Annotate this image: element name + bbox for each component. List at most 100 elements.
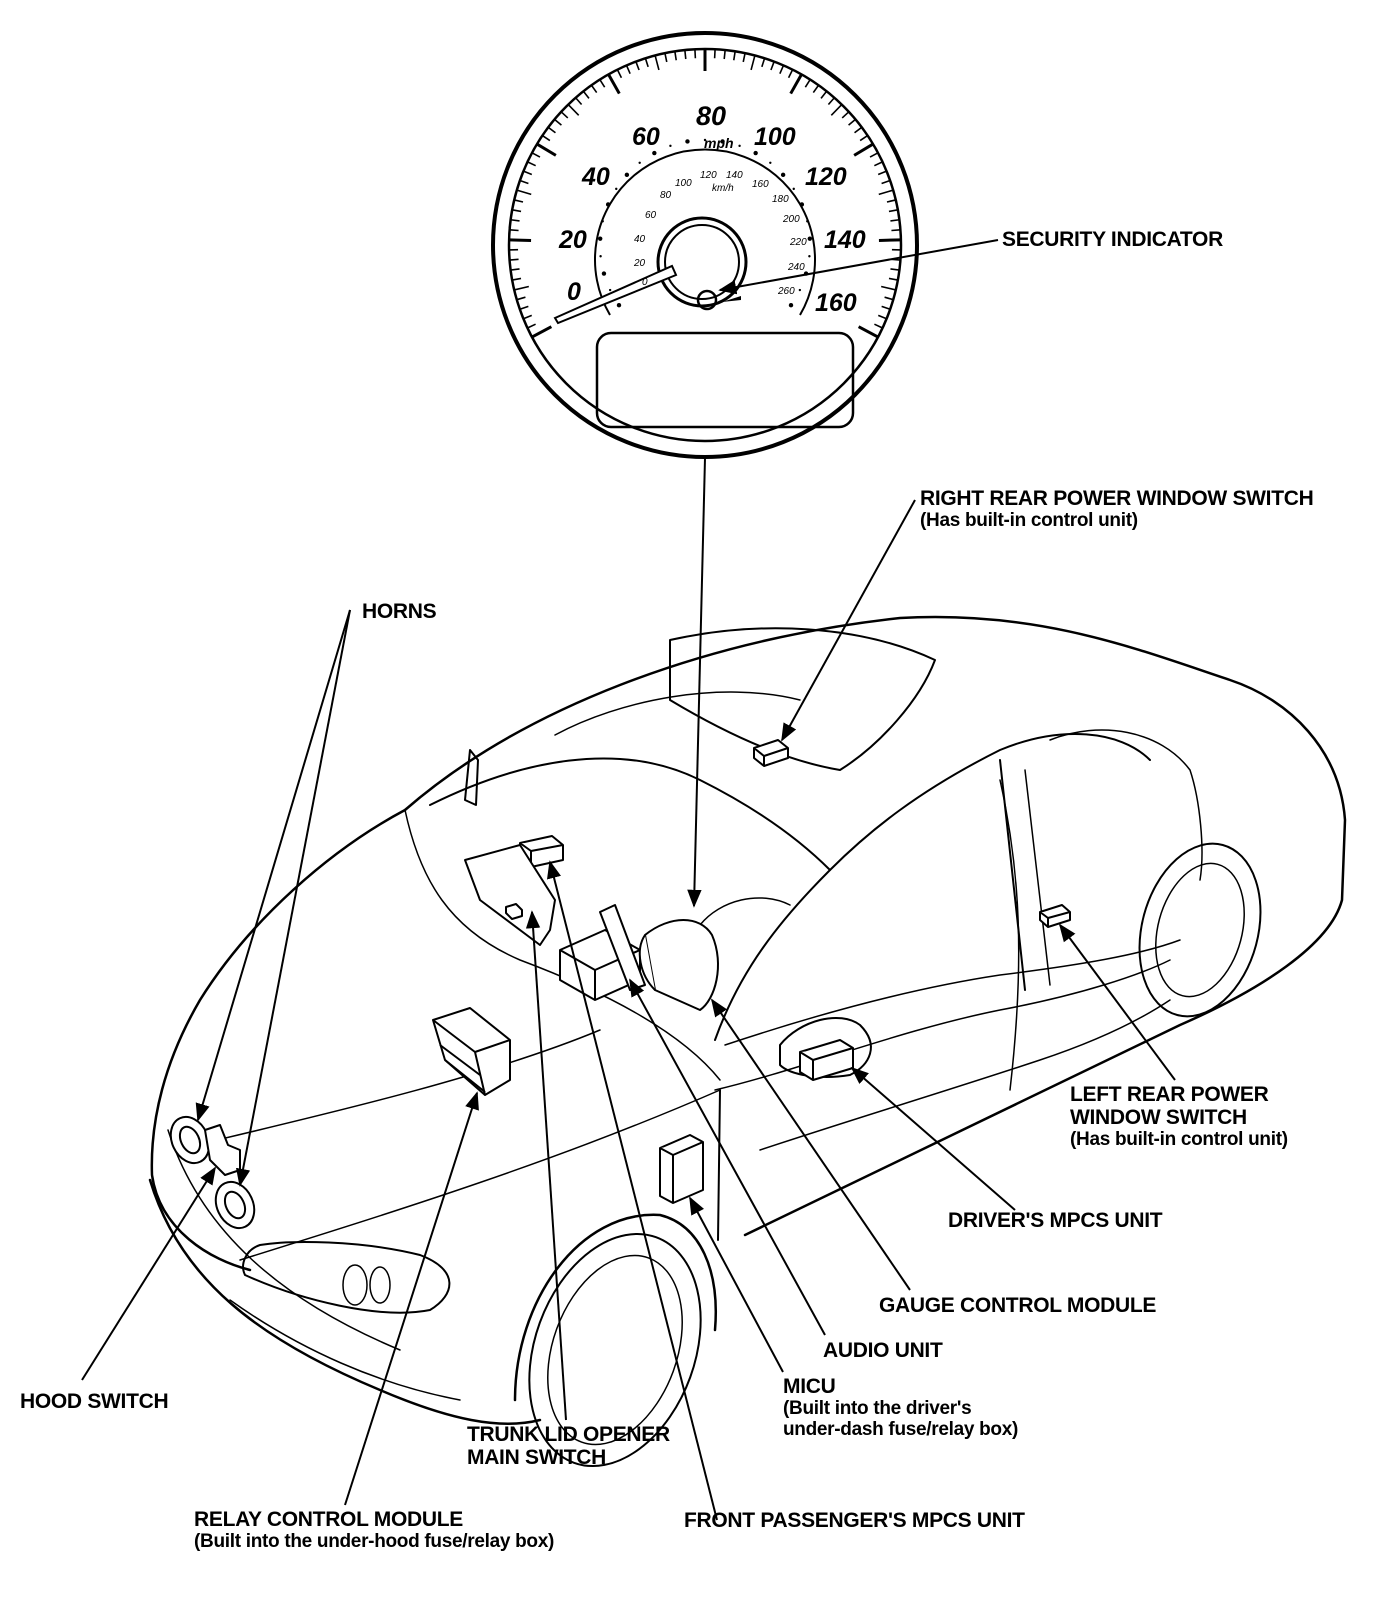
mph-major-tick — [607, 73, 621, 95]
mph-minor-tick — [890, 268, 900, 271]
mph-minor-tick — [644, 58, 649, 68]
label-relay-control-module-text: RELAY CONTROL MODULE — [194, 1508, 463, 1531]
mph-major-tick — [789, 73, 803, 95]
mph-minor-tick — [527, 323, 536, 329]
mph-major-tick — [853, 142, 874, 157]
kmh-tick-dot — [806, 220, 809, 223]
label-security-indicator-text: SECURITY INDICATOR — [1002, 228, 1223, 251]
mph-minor-tick — [590, 84, 598, 94]
kmh-tick-dot — [720, 139, 725, 144]
kmh-tick-dot — [601, 271, 607, 276]
mph-minor-tick — [854, 126, 863, 134]
mph-minor-tick — [519, 179, 529, 185]
kmh-tick-dot — [638, 161, 641, 164]
label-horns: HORNS — [362, 600, 437, 623]
kmh-label-20: 20 — [633, 258, 646, 269]
mph-minor-tick — [804, 79, 811, 88]
mph-minor-tick — [664, 52, 668, 63]
speedometer-gauge: 0 20 40 60 80 100 120 140 160 mph 0 20 4… — [491, 31, 919, 459]
mph-minor-tick — [567, 104, 580, 116]
mph-minor-tick — [881, 305, 891, 311]
car-illustration — [148, 615, 1347, 1468]
mph-major-tick — [878, 238, 901, 242]
horn-lower — [214, 1180, 256, 1230]
mph-minor-tick — [787, 69, 794, 79]
mph-minor-tick — [859, 134, 869, 142]
mph-label-140: 140 — [824, 226, 866, 254]
gauge-control-module-part — [638, 919, 719, 1011]
mph-minor-tick — [684, 49, 687, 60]
label-right-rear-power-window-switch: RIGHT REAR POWER WINDOW SWITCH (Has buil… — [920, 487, 1314, 531]
mph-minor-tick — [582, 90, 590, 99]
kmh-label-260: 260 — [777, 286, 795, 297]
label-audio-unit-text: AUDIO UNIT — [823, 1339, 943, 1362]
mph-minor-tick — [877, 314, 887, 320]
mph-minor-tick — [523, 170, 533, 176]
label-left-rear-line1: LEFT REAR POWER — [1070, 1083, 1269, 1106]
label-right-rear-power-window-switch-text: RIGHT REAR POWER WINDOW SWITCH — [920, 487, 1314, 510]
mph-minor-tick — [523, 314, 533, 320]
label-right-rear-power-window-switch-sub: (Has built-in control unit) — [920, 510, 1138, 531]
label-micu-sub2: under-dash fuse/relay box) — [783, 1419, 1019, 1440]
mph-major-tick — [536, 142, 557, 157]
kmh-tick-dot — [599, 255, 602, 258]
mph-minor-tick — [625, 65, 631, 74]
kmh-tick-dot — [616, 303, 622, 308]
mph-minor-ticks — [509, 49, 901, 329]
mph-minor-tick — [820, 90, 828, 99]
mph-minor-tick — [674, 51, 678, 61]
kmh-label-200: 200 — [782, 214, 800, 225]
label-drivers-mpcs-unit: DRIVER'S MPCS UNIT — [948, 1209, 1163, 1232]
mph-major-tick — [857, 325, 879, 339]
label-audio-unit: AUDIO UNIT — [823, 1339, 943, 1362]
mph-minor-tick — [827, 97, 835, 106]
kmh-label-220: 220 — [789, 237, 807, 248]
kmh-label-240: 240 — [787, 262, 805, 273]
label-security-indicator: SECURITY INDICATOR — [1002, 228, 1223, 251]
label-drivers-mpcs-unit-text: DRIVER'S MPCS UNIT — [948, 1209, 1163, 1232]
mph-minor-tick — [512, 277, 522, 281]
mph-major-tick — [509, 238, 532, 242]
mph-minor-tick — [886, 199, 896, 203]
mph-unit: mph — [704, 135, 734, 151]
mph-minor-tick — [616, 69, 623, 79]
front-passenger-mpcs-unit-part — [519, 835, 564, 868]
mph-minor-tick — [527, 161, 536, 167]
mph-minor-tick — [509, 258, 519, 261]
trunk-lid-opener-switch-part — [505, 903, 523, 920]
label-left-rear-line2: WINDOW SWITCH — [1070, 1106, 1247, 1129]
mph-label-40: 40 — [581, 163, 610, 191]
kmh-tick-dot — [597, 236, 603, 241]
kmh-tick-dot — [605, 202, 611, 207]
mph-label-120: 120 — [805, 163, 847, 191]
mph-minor-tick — [888, 208, 898, 213]
kmh-label-80: 80 — [660, 190, 672, 201]
kmh-tick-dot — [615, 187, 618, 191]
label-micu-sub1: (Built into the driver's — [783, 1398, 972, 1419]
kmh-tick-dot — [769, 161, 772, 164]
mph-minor-tick — [761, 58, 766, 68]
kmh-tick-dot — [738, 144, 741, 148]
drivers-mpcs-unit-part — [799, 1039, 854, 1081]
kmh-label-60: 60 — [645, 210, 657, 221]
label-gauge-control-module-text: GAUGE CONTROL MODULE — [879, 1294, 1157, 1317]
leader-lines — [81, 239, 1176, 1521]
mph-minor-tick — [514, 285, 530, 291]
label-left-rear-sub: (Has built-in control unit) — [1070, 1129, 1288, 1150]
mph-label-100: 100 — [754, 123, 796, 151]
mph-minor-tick — [779, 65, 785, 74]
kmh-unit: km/h — [712, 183, 734, 194]
mph-label-0: 0 — [567, 278, 581, 306]
label-micu-text: MICU — [783, 1375, 836, 1398]
kmh-tick-dot — [624, 172, 630, 178]
label-hood-switch-text: HOOD SWITCH — [20, 1390, 169, 1413]
mph-minor-tick — [881, 179, 891, 185]
kmh-tick-dot — [685, 139, 690, 144]
mph-minor-tick — [891, 228, 901, 232]
kmh-tick-dot — [780, 172, 786, 178]
kmh-tick-dot — [798, 288, 802, 292]
kmh-label-100: 100 — [675, 178, 692, 189]
kmh-label-160: 160 — [752, 179, 769, 190]
mph-minor-tick — [723, 49, 726, 60]
mph-minor-tick — [541, 134, 551, 142]
